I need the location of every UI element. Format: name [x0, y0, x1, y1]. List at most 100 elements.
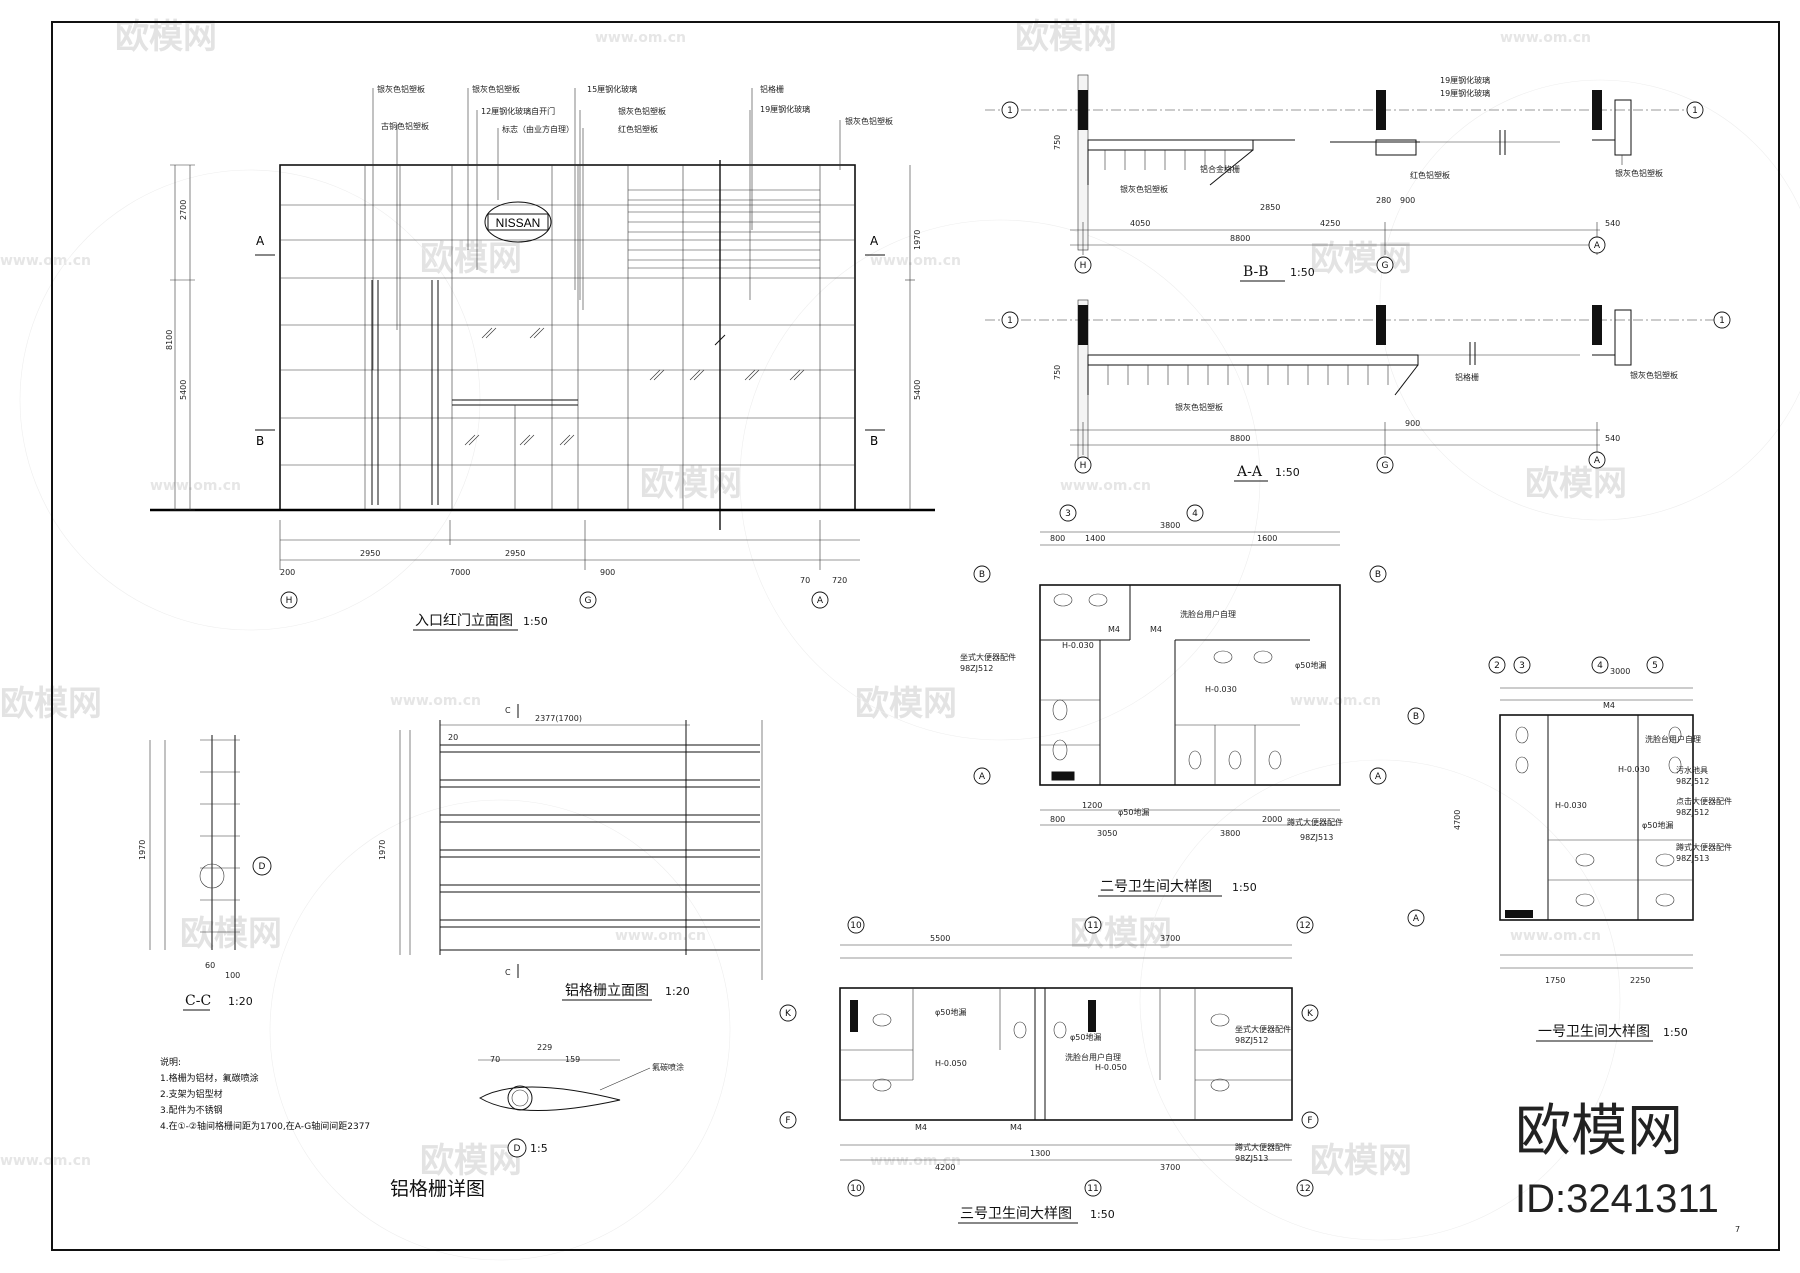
svg-text:A: A — [817, 596, 824, 606]
watermark-url: www.om.cn — [595, 30, 686, 46]
svg-text:蹲式大便器配件: 蹲式大便器配件 — [1676, 842, 1732, 852]
svg-text:A: A — [1375, 772, 1382, 782]
brand-stamp: 欧模网 ID:3241311 7 — [1515, 1099, 1740, 1234]
svg-text:K: K — [785, 1009, 792, 1019]
toilet-3-plan: 5500 3700 4200 1300 3700 10 11 12 10 11 … — [779, 916, 1319, 1224]
svg-text:19厘钢化玻璃: 19厘钢化玻璃 — [760, 104, 810, 114]
svg-text:银灰色铝塑板: 银灰色铝塑板 — [377, 84, 425, 94]
svg-text:银灰色铝塑板: 银灰色铝塑板 — [845, 116, 893, 126]
svg-text:H-0.050: H-0.050 — [1095, 1063, 1127, 1072]
svg-text:1750: 1750 — [1545, 976, 1565, 985]
svg-text:19厘钢化玻璃: 19厘钢化玻璃 — [1440, 75, 1490, 85]
section-cc-title: C-C — [185, 993, 211, 1009]
svg-text:φ50地漏: φ50地漏 — [935, 1007, 966, 1017]
svg-text:氟碳喷涂: 氟碳喷涂 — [652, 1062, 684, 1072]
svg-text:10: 10 — [850, 1184, 862, 1194]
svg-text:1300: 1300 — [1030, 1149, 1050, 1158]
svg-text:1200: 1200 — [1082, 801, 1102, 810]
svg-text:4200: 4200 — [935, 1163, 955, 1172]
axis-bubble-a — [811, 591, 829, 609]
svg-text:M4: M4 — [1150, 625, 1162, 634]
svg-text:1:50: 1:50 — [523, 615, 548, 628]
svg-text:银灰色铝塑板: 银灰色铝塑板 — [1615, 168, 1663, 178]
watermark-brand: 欧模网 — [1015, 17, 1117, 57]
svg-text:铝合金格栅: 铝合金格栅 — [1200, 164, 1240, 174]
svg-text:540: 540 — [1605, 434, 1620, 443]
svg-text:7000: 7000 — [450, 568, 470, 577]
svg-text:229: 229 — [537, 1043, 552, 1052]
svg-text:M4: M4 — [1010, 1123, 1022, 1132]
toilet-3-title: 三号卫生间大样图 — [960, 1206, 1072, 1222]
section-mark-label: A — [256, 234, 265, 248]
toilet-1-plan: 3000 1750 2250 4700 2 3 4 5 B A H-0.030 … — [1407, 656, 1732, 1042]
svg-text:银灰色铝塑板: 银灰色铝塑板 — [1630, 370, 1678, 380]
svg-text:10: 10 — [850, 921, 862, 931]
brand-logo-text: 欧模网 — [1515, 1099, 1683, 1162]
watermark-brand: 欧模网 — [1070, 914, 1172, 954]
svg-text:洗脸台用户自理: 洗脸台用户自理 — [1645, 734, 1701, 744]
svg-text:5400: 5400 — [913, 380, 922, 400]
svg-text:红色铝塑板: 红色铝塑板 — [1410, 170, 1450, 180]
svg-text:3800: 3800 — [1220, 829, 1240, 838]
svg-text:H-0.030: H-0.030 — [1618, 765, 1650, 774]
section-mark-label: B — [256, 434, 264, 448]
svg-text:2700: 2700 — [179, 200, 188, 220]
svg-text:3000: 3000 — [1610, 667, 1630, 676]
svg-text:1:5: 1:5 — [530, 1142, 548, 1155]
svg-text:4050: 4050 — [1130, 219, 1150, 228]
svg-text:蹲式大便器配件: 蹲式大便器配件 — [1235, 1142, 1291, 1152]
svg-text:洗脸台用户自理: 洗脸台用户自理 — [1180, 609, 1236, 619]
svg-text:4: 4 — [1192, 509, 1198, 519]
elevation-title: 入口红门立面图 — [415, 613, 513, 629]
svg-text:G: G — [585, 596, 592, 606]
watermark-url: www.om.cn — [0, 1153, 91, 1169]
svg-text:159: 159 — [565, 1055, 580, 1064]
svg-text:洗脸台用户自理: 洗脸台用户自理 — [1065, 1052, 1121, 1062]
section-a-a: 1 1 8800 900 540 — [985, 299, 1731, 482]
svg-text:F: F — [785, 1116, 790, 1126]
axis-bubble-g — [579, 591, 597, 609]
svg-text:720: 720 — [832, 576, 847, 585]
svg-text:4250: 4250 — [1320, 219, 1340, 228]
svg-text:A: A — [1594, 456, 1601, 466]
svg-text:900: 900 — [600, 568, 615, 577]
svg-text:点击大便器配件: 点击大便器配件 — [1676, 796, 1732, 806]
svg-text:坐式大便器配件: 坐式大便器配件 — [1235, 1024, 1291, 1034]
svg-text:标志（由业方自理）: 标志（由业方自理） — [502, 124, 574, 134]
watermark-url: www.om.cn — [615, 928, 706, 944]
svg-text:3700: 3700 — [1160, 1163, 1180, 1172]
svg-text:11: 11 — [1087, 921, 1098, 931]
svg-text:5400: 5400 — [179, 380, 188, 400]
svg-text:G: G — [1382, 461, 1389, 471]
svg-text:K: K — [1307, 1009, 1314, 1019]
svg-text:3: 3 — [1065, 509, 1071, 519]
page-number: 7 — [1735, 1225, 1740, 1234]
svg-text:3.配件为不锈钢: 3.配件为不锈钢 — [160, 1104, 223, 1116]
svg-text:1:50: 1:50 — [1290, 266, 1315, 279]
svg-text:4700: 4700 — [1453, 810, 1462, 830]
svg-text:银灰色铝塑板: 银灰色铝塑板 — [1175, 402, 1223, 412]
svg-text:5: 5 — [1652, 661, 1658, 671]
svg-text:2850: 2850 — [1260, 203, 1280, 212]
svg-text:说明:: 说明: — [160, 1056, 181, 1068]
section-b-b: 1 1 4050 2850 4250 8800 900 — [985, 74, 1705, 282]
svg-text:3800: 3800 — [1160, 521, 1180, 530]
svg-text:蹲式大便器配件: 蹲式大便器配件 — [1287, 817, 1343, 827]
svg-text:H-0.030: H-0.030 — [1062, 641, 1094, 650]
svg-text:M4: M4 — [1603, 701, 1615, 710]
svg-text:280: 280 — [1376, 196, 1391, 205]
svg-text:3: 3 — [1519, 661, 1525, 671]
svg-text:540: 540 — [1605, 219, 1620, 228]
axis-bubble-h — [280, 591, 298, 609]
watermark-brand: 欧模网 — [420, 1141, 522, 1181]
svg-text:铝格栅: 铝格栅 — [760, 84, 784, 94]
svg-text:坐式大便器配件: 坐式大便器配件 — [960, 652, 1016, 662]
svg-text:4.在①-②轴间格栅间距为1700,在A-G轴间间距2377: 4.在①-②轴间格栅间距为1700,在A-G轴间间距2377 — [160, 1120, 370, 1132]
watermark-url: www.om.cn — [870, 253, 961, 269]
watermark-brand: 欧模网 — [855, 684, 957, 724]
svg-text:750: 750 — [1053, 365, 1062, 380]
watermark-url: www.om.cn — [1290, 693, 1381, 709]
svg-text:12厘钢化玻璃自开门: 12厘钢化玻璃自开门 — [481, 106, 555, 116]
section-mark-label: A — [870, 234, 879, 248]
watermark-brand: 欧模网 — [115, 17, 217, 57]
